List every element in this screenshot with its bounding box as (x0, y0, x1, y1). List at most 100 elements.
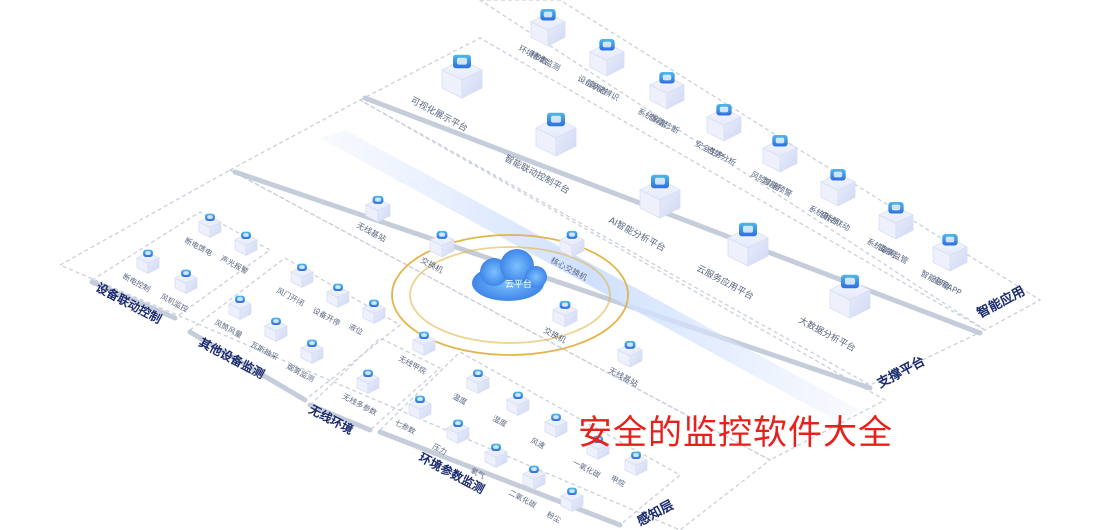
env-cube-1 (466, 369, 490, 395)
link-icon (830, 168, 846, 181)
wireless-cube-2 (356, 369, 380, 395)
server-icon (436, 230, 448, 239)
sensor-icon (593, 435, 603, 444)
env-cube-2 (506, 391, 530, 417)
alert-icon (659, 71, 675, 84)
env-cube-9 (624, 451, 648, 477)
core-switch-cube (559, 230, 585, 258)
monitor-icon (540, 8, 556, 21)
sensor-icon (205, 213, 215, 222)
server-icon (372, 195, 384, 204)
platform-cube-3 (639, 174, 681, 219)
plate-device-linkage (90, 211, 272, 319)
bigdata-icon (841, 274, 859, 289)
env-cube-3 (544, 413, 568, 439)
cloud-icon: 云平台 (472, 249, 547, 301)
sensor-icon (297, 263, 307, 272)
device-linkage-label-3: 断电控制 (121, 271, 152, 294)
cloud-rings (391, 234, 629, 356)
device-linkage-label-2: 声光报警 (219, 253, 251, 276)
sensor-icon (567, 487, 577, 496)
mobile-icon (942, 233, 958, 246)
plate-edges (89, 95, 983, 528)
app-cube-2 (589, 38, 625, 77)
platform-cube-2 (535, 112, 577, 157)
app-label-2-2: 智能辨识 (588, 79, 621, 103)
other-device-label-2: 设备开停 (311, 305, 343, 328)
env-label-4: 一氧化碳 (571, 457, 603, 480)
platform-cube-1 (441, 54, 483, 99)
network-icon (888, 201, 904, 214)
sensor-icon (513, 391, 523, 400)
sensor-icon (631, 451, 641, 460)
sensor-icon (235, 295, 245, 304)
sensor-icon (551, 413, 561, 422)
other-device-label-5: 烟雾监测 (285, 361, 316, 384)
device-linkage-cube-4 (174, 269, 198, 295)
device-linkage-cube-2 (234, 231, 258, 257)
env-label-2: 湿度 (491, 413, 509, 429)
sensor-icon (453, 419, 463, 428)
plate-perception (58, 169, 772, 530)
control-icon (547, 112, 565, 127)
plate-other-device (188, 257, 402, 401)
wireless-cube-1 (412, 331, 436, 357)
watermark-overlay-text: 安全的监控软件大全 (578, 413, 893, 453)
app-cube-7 (878, 201, 914, 240)
sensor-icon (529, 465, 539, 474)
env-cube-5 (408, 395, 432, 421)
app-label-3-2: 智能诊断 (648, 112, 681, 136)
env-label-9: 甲烷 (609, 473, 627, 489)
app-cube-5 (762, 134, 798, 173)
sensor-icon (363, 369, 373, 378)
other-device-cube-6 (362, 299, 386, 325)
cube-group (136, 8, 968, 513)
device-icon (599, 38, 615, 51)
app-label-6-2: 自动联动 (819, 209, 852, 233)
sensor-icon (181, 269, 191, 278)
other-device-cube-5 (300, 339, 324, 365)
sensor-icon (491, 443, 501, 452)
switch-b-cube (552, 300, 578, 328)
other-device-cube-4 (264, 317, 288, 343)
switch-b-label: 交换机 (542, 325, 568, 345)
other-device-cube-1 (290, 263, 314, 289)
env-label-5: 七参数 (393, 417, 418, 437)
wireless-label-2: 无线多参数 (341, 391, 379, 418)
other-device-label-6: 液位 (347, 321, 365, 337)
sensor-icon (143, 249, 153, 258)
data-bus-beam (320, 130, 860, 420)
device-linkage-cube-3 (136, 249, 160, 275)
env-label-1: 温度 (451, 391, 469, 407)
other-device-label-3: 风筒风量 (213, 317, 245, 340)
app-label-4-2: 态势分析 (705, 144, 738, 168)
env-cube-8 (522, 465, 546, 491)
sensor-icon (241, 231, 251, 240)
ai-icon (651, 174, 669, 189)
sensor-icon (333, 283, 343, 292)
sensor-icon (419, 331, 429, 340)
warning-icon (772, 134, 788, 147)
app-cube-1 (530, 8, 566, 47)
layer-title-perception: 感知层 (634, 497, 676, 529)
app-cube-8 (932, 233, 968, 272)
server-icon (624, 340, 636, 349)
platform-cube-5 (829, 274, 871, 319)
app-label-7-2: 监察监管 (877, 242, 910, 266)
platform-label-3: AI智能分析平台 (607, 214, 668, 254)
base-station-b-label: 无线基站 (607, 365, 640, 389)
app-cube-4 (706, 103, 742, 142)
device-linkage-cube-1 (198, 213, 222, 239)
layer-title-device-linkage: 设备联动控制 (94, 279, 165, 326)
base-station-b-cube (617, 340, 643, 368)
layer-plates (58, 0, 1042, 530)
app-label-5-2: 智能预警 (761, 175, 794, 199)
server-icon (559, 300, 571, 309)
plate-wireless (308, 337, 442, 431)
env-label-3: 风速 (529, 436, 547, 451)
other-device-label-4: 瓦斯抽采 (249, 339, 281, 362)
cloud-server-icon (739, 222, 757, 237)
layer-title-smart-app: 智能应用 (974, 283, 1027, 322)
other-device-cube-2 (326, 283, 350, 309)
